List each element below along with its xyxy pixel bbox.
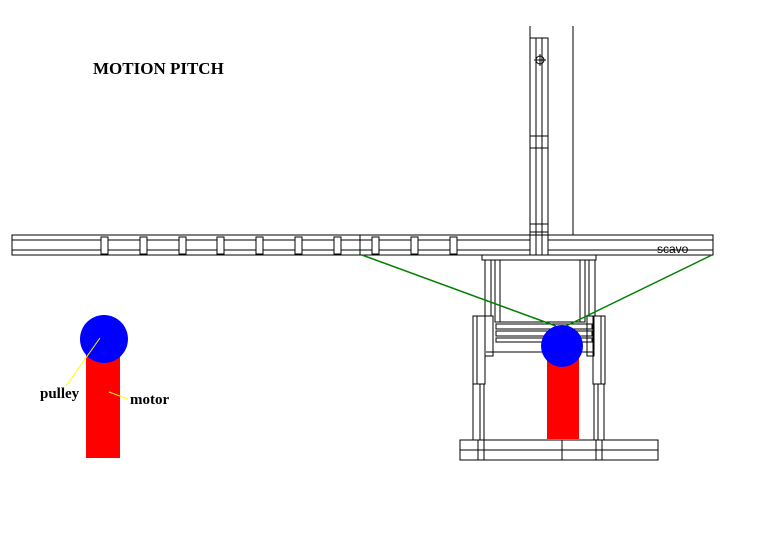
- motor-label: motor: [130, 392, 169, 408]
- diagram-title: MOTION PITCH: [93, 59, 224, 78]
- vertical-mast: [529, 26, 574, 257]
- pulley-label: pulley: [40, 386, 80, 402]
- drive-pulley: [541, 325, 583, 367]
- drive-belt: [361, 254, 713, 327]
- beam-slots: [100, 236, 458, 255]
- legend-motor: [86, 355, 120, 458]
- pulley-leader-line: [65, 337, 101, 387]
- legend-pulley: [80, 315, 128, 363]
- brand-label: scavo: [657, 242, 689, 256]
- horizontal-beam: scavo: [11, 234, 714, 256]
- drive-motor: [547, 358, 579, 439]
- motor-leader-line: [108, 391, 129, 400]
